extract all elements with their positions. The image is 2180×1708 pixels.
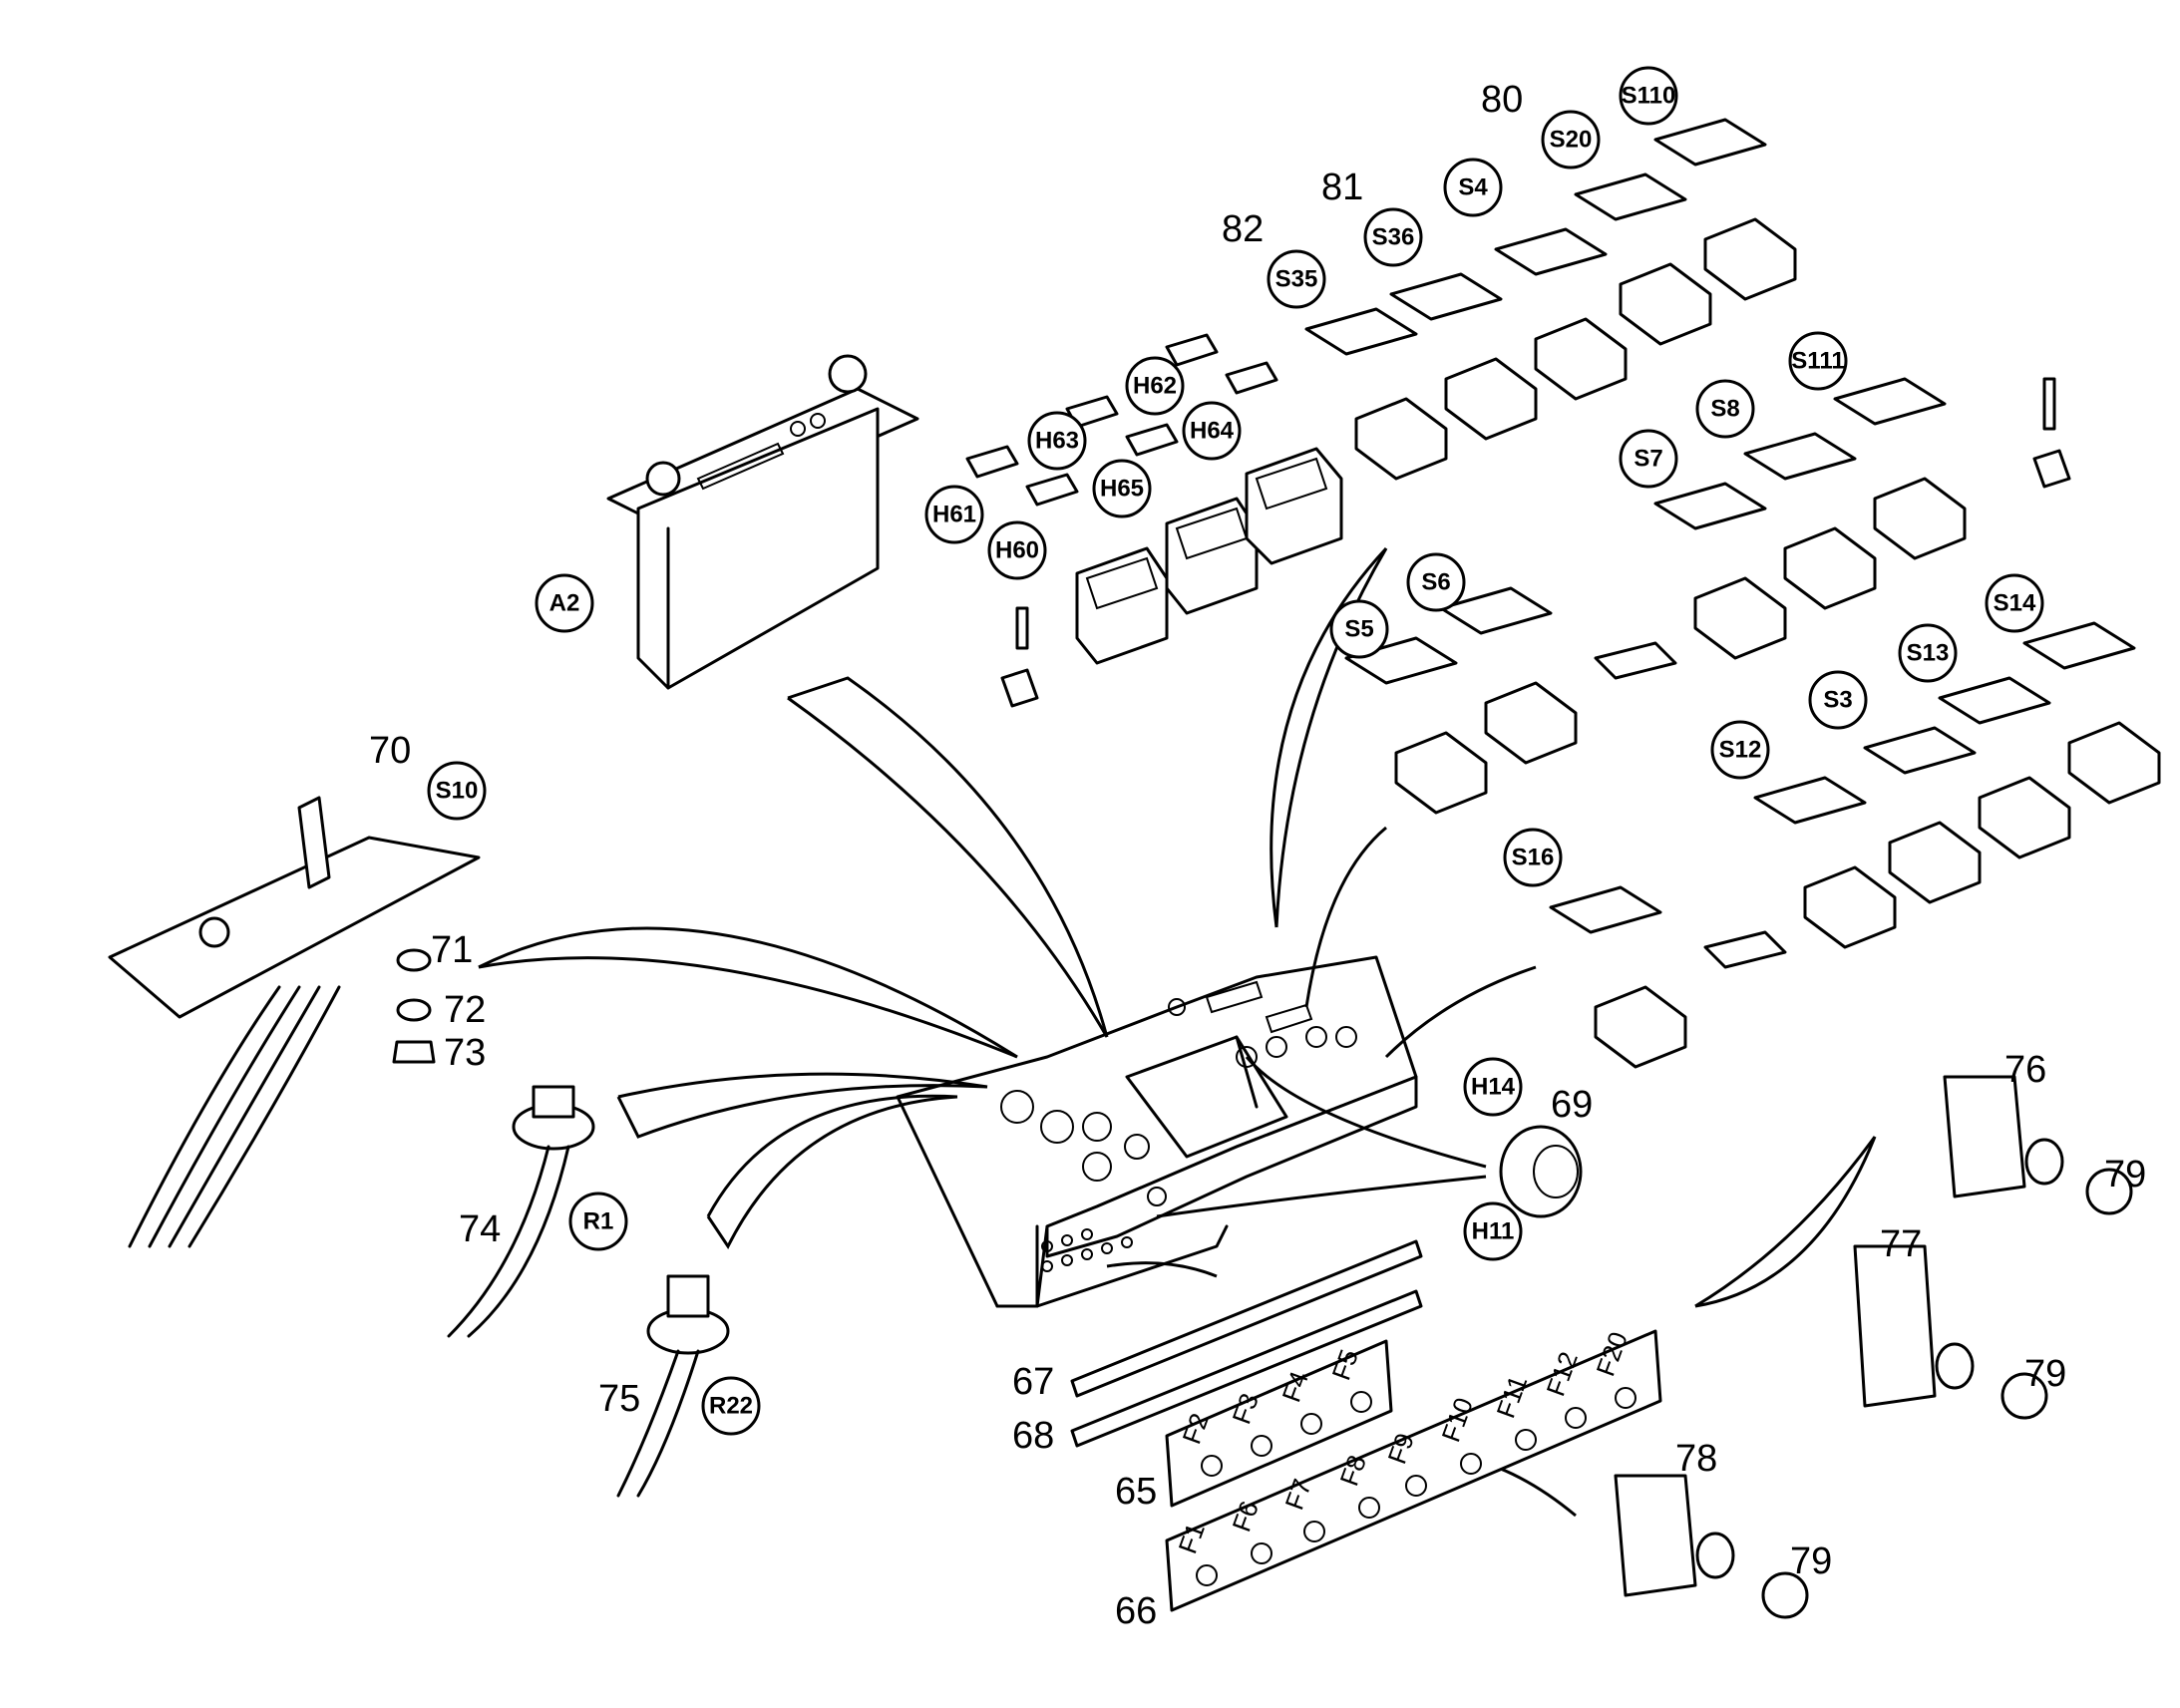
ref-68: 68 — [1012, 1415, 1054, 1457]
circuit-breakers — [1614, 1075, 2133, 1619]
svg-text:R22: R22 — [709, 1393, 753, 1420]
code-s36: S36 — [1363, 207, 1423, 267]
svg-text:H62: H62 — [1133, 373, 1177, 400]
svg-text:H11: H11 — [1472, 1218, 1515, 1245]
strips — [1070, 1239, 1423, 1448]
svg-text:S6: S6 — [1421, 569, 1450, 596]
code-s4: S4 — [1443, 158, 1503, 217]
lever-s10 — [108, 796, 481, 1248]
ref-76: 76 — [2004, 1049, 2046, 1091]
potentiometers — [447, 1085, 730, 1498]
svg-text:H14: H14 — [1471, 1074, 1516, 1101]
code-h62: H62 — [1125, 356, 1185, 416]
ref-67: 67 — [1012, 1361, 1054, 1403]
svg-text:S111: S111 — [1791, 348, 1844, 375]
code-s35: S35 — [1267, 249, 1326, 309]
svg-text:H64: H64 — [1190, 418, 1235, 445]
svg-text:S3: S3 — [1823, 687, 1852, 714]
code-h14: H14 — [1463, 1057, 1523, 1117]
code-h11: H11 — [1463, 1201, 1523, 1261]
code-h63: H63 — [1027, 411, 1087, 471]
code-h61: H61 — [924, 485, 984, 544]
svg-text:S4: S4 — [1458, 174, 1488, 201]
svg-text:S8: S8 — [1710, 396, 1739, 423]
ref-75: 75 — [598, 1378, 640, 1420]
switch-rockers — [1304, 118, 2161, 1069]
code-s20: S20 — [1541, 110, 1601, 170]
svg-text:S5: S5 — [1344, 616, 1373, 643]
ref-82: 82 — [1222, 208, 1264, 250]
ref-71: 71 — [431, 929, 473, 971]
code-s110: S110 — [1619, 66, 1678, 126]
ref-73: 73 — [444, 1032, 486, 1074]
svg-text:H63: H63 — [1035, 428, 1079, 455]
svg-text:H65: H65 — [1100, 476, 1144, 503]
component-codes: A2 S10 R1 R22 H61 H60 H63 H65 H62 H64 S3… — [427, 66, 2044, 1436]
ref-78: 78 — [1675, 1438, 1717, 1480]
lamp-holders — [965, 333, 2071, 708]
code-r1: R1 — [568, 1192, 628, 1251]
svg-text:H60: H60 — [995, 537, 1039, 564]
svg-text:S10: S10 — [436, 778, 479, 805]
code-s7: S7 — [1619, 429, 1678, 489]
code-s8: S8 — [1695, 379, 1755, 439]
ref-79b: 79 — [2024, 1353, 2066, 1395]
fuse-panels — [1165, 1329, 1662, 1612]
code-s10: S10 — [427, 761, 487, 821]
code-s16: S16 — [1503, 828, 1563, 887]
code-s5: S5 — [1329, 599, 1389, 659]
code-s13: S13 — [1898, 623, 1958, 683]
svg-text:A2: A2 — [549, 590, 580, 617]
ref-65: 65 — [1115, 1471, 1157, 1513]
ref-70: 70 — [369, 730, 411, 772]
code-a2: A2 — [535, 573, 594, 633]
code-s111: S111 — [1788, 331, 1848, 391]
code-s14: S14 — [1985, 573, 2044, 633]
assembly-arrows — [478, 546, 1877, 1518]
code-s3: S3 — [1808, 670, 1868, 730]
ref-81: 81 — [1321, 167, 1363, 208]
svg-text:H61: H61 — [932, 502, 976, 528]
code-h64: H64 — [1182, 401, 1242, 461]
ref-69: 69 — [1551, 1084, 1593, 1126]
ref-79c: 79 — [1790, 1540, 1832, 1582]
svg-text:S12: S12 — [1719, 737, 1762, 764]
module-a2 — [606, 354, 919, 690]
svg-text:S13: S13 — [1907, 640, 1950, 667]
svg-text:S110: S110 — [1622, 83, 1676, 110]
reference-numbers: 65 66 67 68 69 70 71 72 73 74 75 76 77 7… — [369, 79, 2146, 1632]
svg-text:S14: S14 — [1994, 590, 2036, 617]
ref-72: 72 — [444, 989, 486, 1031]
ref-66: 66 — [1115, 1590, 1157, 1632]
svg-text:S35: S35 — [1275, 266, 1318, 293]
knob-69 — [1499, 1125, 1583, 1218]
code-h65: H65 — [1092, 459, 1152, 518]
ref-79a: 79 — [2104, 1154, 2146, 1196]
code-s12: S12 — [1710, 720, 1770, 780]
code-s6: S6 — [1406, 552, 1466, 612]
central-console — [896, 955, 1418, 1308]
svg-text:R1: R1 — [583, 1208, 614, 1235]
washers — [392, 948, 436, 1064]
svg-text:S7: S7 — [1634, 446, 1662, 473]
ref-80: 80 — [1481, 79, 1523, 121]
code-r22: R22 — [701, 1376, 761, 1436]
ref-77: 77 — [1880, 1223, 1922, 1265]
svg-text:S36: S36 — [1372, 224, 1415, 251]
svg-text:S16: S16 — [1512, 845, 1555, 871]
code-h60: H60 — [987, 520, 1047, 580]
svg-text:S20: S20 — [1550, 127, 1593, 154]
ref-74: 74 — [459, 1208, 501, 1250]
